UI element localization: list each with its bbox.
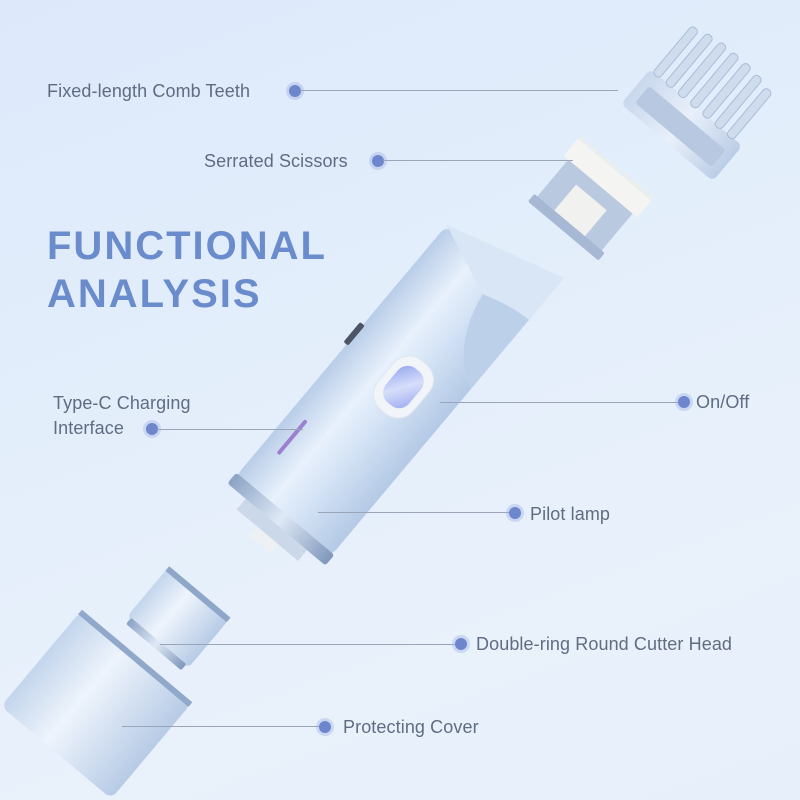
dot-on-off (678, 396, 690, 408)
leader-on-off (440, 402, 680, 403)
label-comb-teeth: Fixed-length Comb Teeth (47, 81, 251, 101)
leader-protecting-cover (122, 726, 322, 727)
trimmer-body (228, 224, 565, 565)
page-title: FUNCTIONAL ANALYSIS (47, 222, 327, 318)
label-protecting-cover: Protecting Cover (343, 717, 479, 737)
label-type-c-line-2: Interface (53, 418, 124, 438)
dot-comb-teeth (289, 85, 301, 97)
title-line-1: FUNCTIONAL (47, 224, 327, 268)
label-type-c-line-1: Type-C Charging (53, 393, 191, 413)
leader-cutter-head (160, 644, 456, 645)
label-serrated-scissors: Serrated Scissors (204, 151, 348, 171)
dot-pilot-lamp (509, 507, 521, 519)
comb-guide (623, 26, 772, 179)
label-on-off: On/Off (696, 392, 750, 412)
leader-serrated-scissors (383, 160, 573, 161)
protecting-cover (4, 609, 193, 796)
dot-cutter-head (455, 638, 467, 650)
leader-comb-teeth (300, 90, 618, 91)
label-pilot-lamp: Pilot lamp (530, 504, 611, 524)
serrated-blade (528, 136, 653, 260)
dot-serrated-scissors (372, 155, 384, 167)
dot-type-c (146, 423, 158, 435)
dot-protecting-cover (319, 721, 331, 733)
leader-pilot-lamp (318, 512, 514, 513)
label-cutter-head: Double-ring Round Cutter Head (476, 634, 733, 654)
title-line-2: ANALYSIS (47, 272, 262, 316)
leader-type-c (157, 429, 303, 430)
cutter-head (126, 566, 231, 670)
